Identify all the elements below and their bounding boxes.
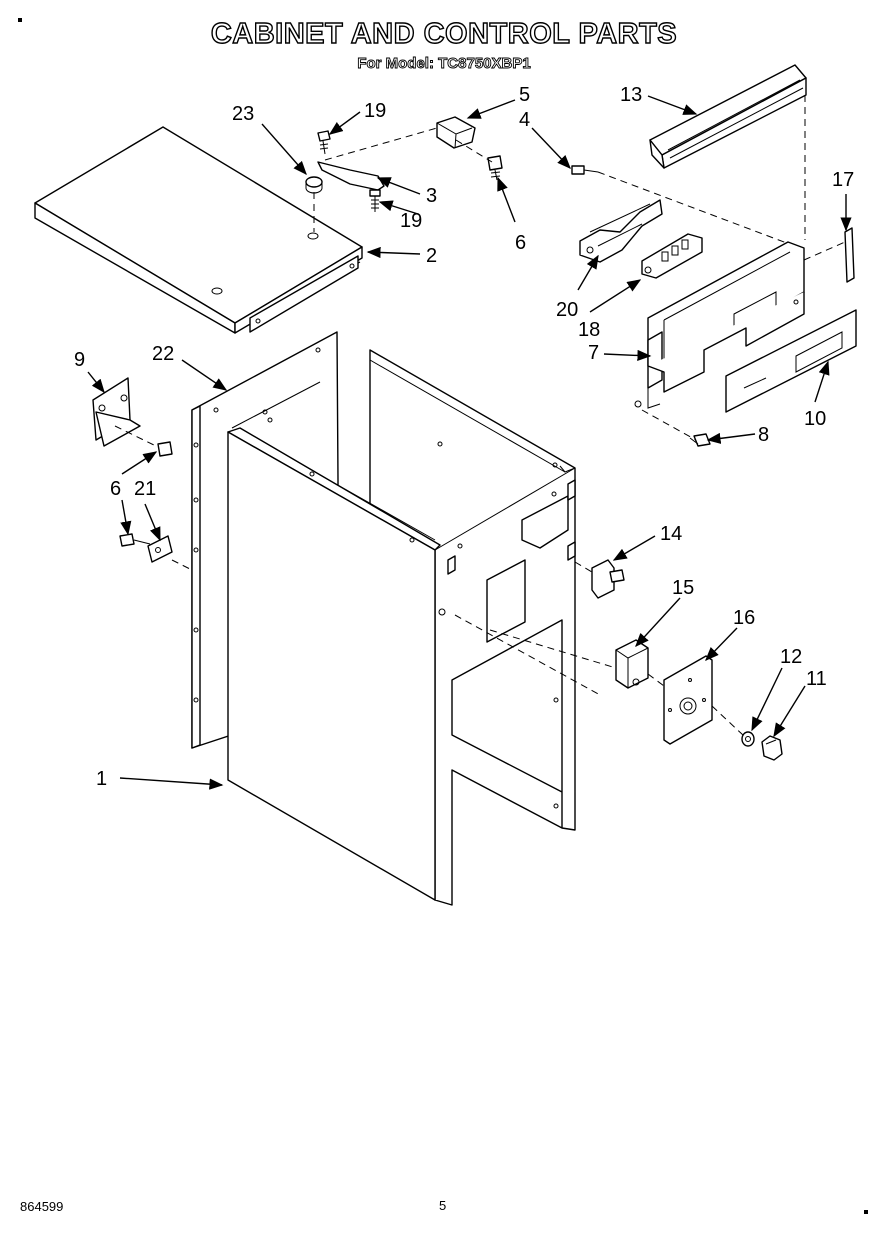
part-hinge-bracket-9 <box>92 377 141 447</box>
part-plug <box>305 176 323 232</box>
callout-12: 12 <box>780 646 802 668</box>
part-knob-assembly <box>741 731 783 761</box>
part-side-trim <box>803 227 855 283</box>
corner-mark-bottom-right <box>864 1210 868 1214</box>
callout-16: 16 <box>733 607 755 629</box>
corner-mark-top-left <box>18 18 22 22</box>
callout-11: 11 <box>806 668 827 690</box>
callout-19-bottom: 19 <box>400 210 422 232</box>
callout-23: 23 <box>232 103 254 125</box>
part-cabinet <box>227 349 576 906</box>
callout-leaders <box>87 95 852 790</box>
page-number: 5 <box>439 1198 447 1213</box>
part-trim-strip <box>649 64 807 169</box>
part-thermostat <box>489 629 649 689</box>
callout-17: 17 <box>832 169 854 191</box>
callout-22: 22 <box>152 343 174 365</box>
callout-labels: 1 2 3 4 5 6 6 7 8 9 10 11 12 13 14 15 16… <box>74 84 854 790</box>
callout-19-top: 19 <box>364 100 386 122</box>
callout-13: 13 <box>620 84 642 106</box>
callout-14: 14 <box>660 523 682 545</box>
callout-9: 9 <box>74 349 85 371</box>
part-top-panel <box>34 126 363 334</box>
document-number: 864599 <box>20 1199 64 1214</box>
callout-6-left: 6 <box>110 478 121 500</box>
callout-2: 2 <box>426 245 437 267</box>
part-switch-bracket <box>571 165 801 279</box>
part-control-panel <box>634 241 805 409</box>
callout-7: 7 <box>588 342 599 364</box>
part-dial-plate <box>647 655 745 745</box>
part-overlay <box>725 309 857 413</box>
part-screw-8 <box>641 409 711 447</box>
callout-5: 5 <box>519 84 530 106</box>
part-screw-6-left <box>114 425 173 457</box>
callout-15: 15 <box>672 577 694 599</box>
callout-20: 20 <box>556 299 578 321</box>
callout-18: 18 <box>578 319 600 341</box>
callout-4: 4 <box>519 109 530 131</box>
part-bracket-21 <box>119 533 193 571</box>
callout-6-top: 6 <box>515 232 526 254</box>
callout-3: 3 <box>426 185 437 207</box>
model-subtitle: For Model: TC8750XBP1 <box>357 55 531 73</box>
callout-21: 21 <box>134 478 156 500</box>
callout-1: 1 <box>96 768 107 790</box>
part-bracket <box>317 116 503 212</box>
assembly-guide-lines <box>454 95 806 696</box>
callout-10: 10 <box>804 408 826 430</box>
page-title: CABINET AND CONTROL PARTS <box>210 17 678 50</box>
callout-8: 8 <box>758 424 769 446</box>
part-switch-14 <box>574 559 625 599</box>
